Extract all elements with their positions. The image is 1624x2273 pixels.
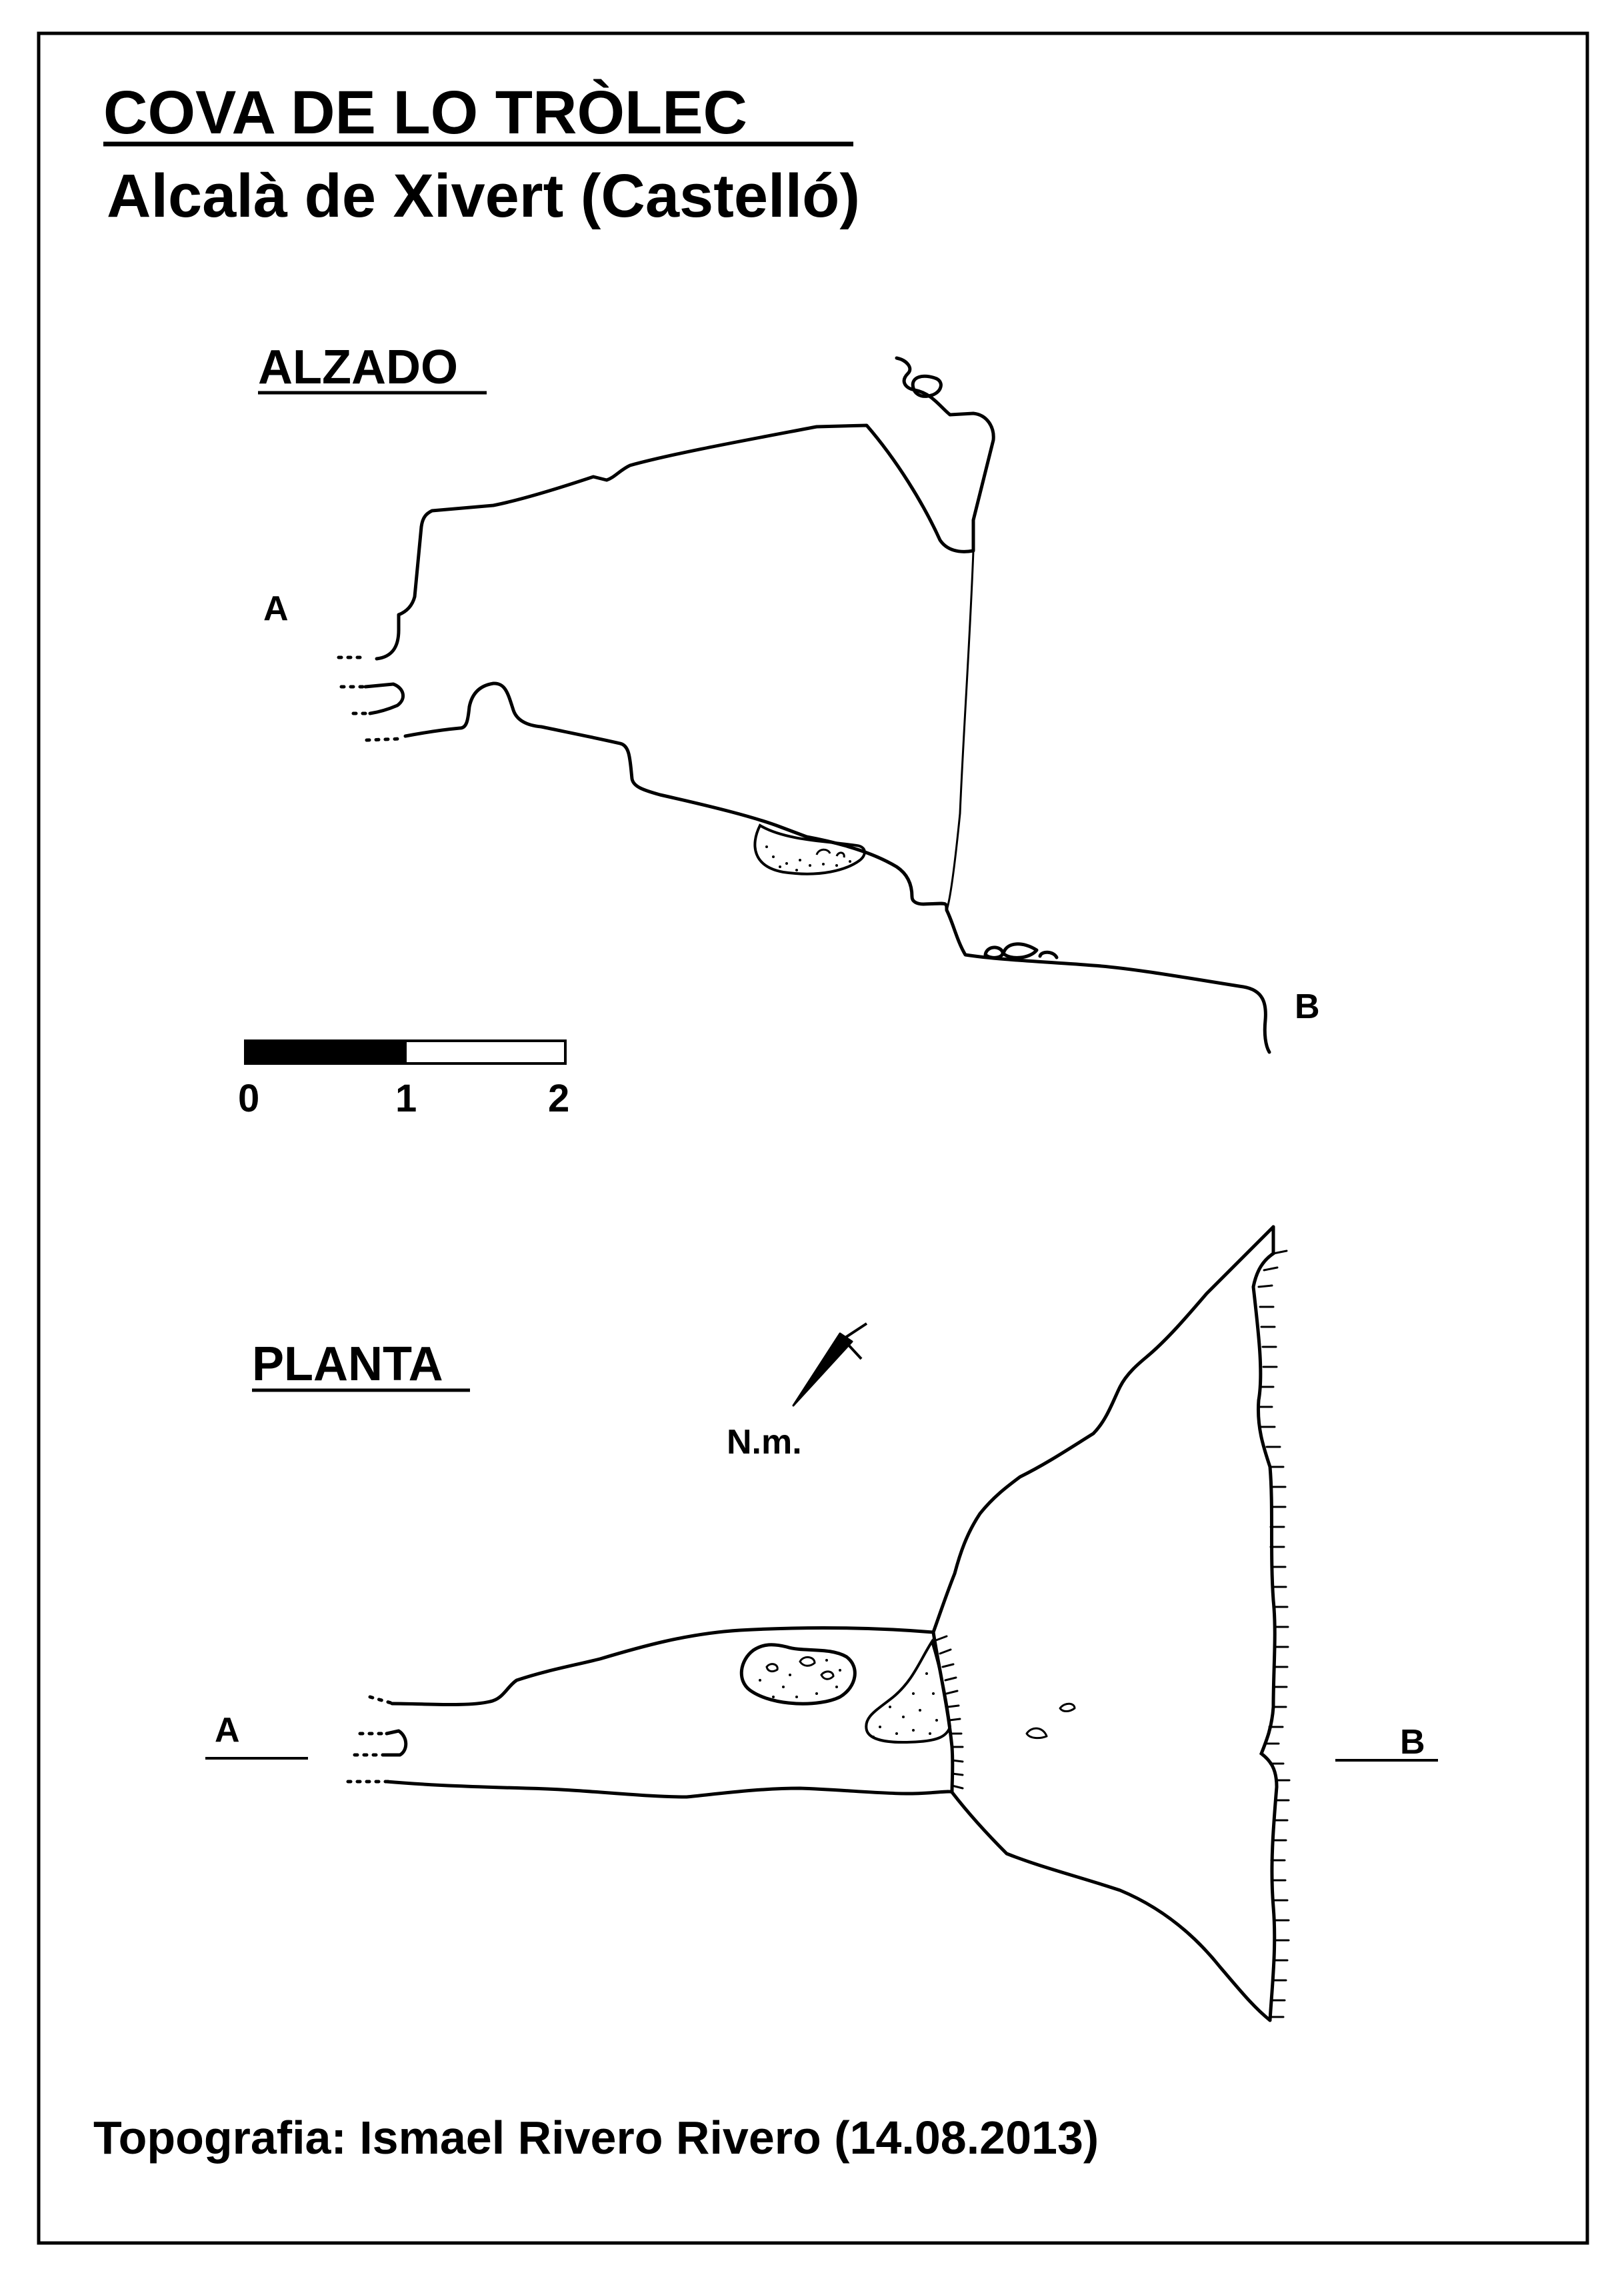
- scale-bar: 0 1 2: [238, 1039, 569, 1120]
- plan-chamber-rock-1: [1059, 1702, 1076, 1712]
- plan-entrance-dots-1: [368, 1695, 395, 1706]
- elevation-point-b: B: [1295, 987, 1320, 1026]
- plan-lower-wall: [385, 1780, 1272, 2022]
- plan-sediment-slope: [865, 1638, 952, 1744]
- plan-far-wall: [1251, 1225, 1291, 2022]
- north-arrow-icon: [792, 1322, 868, 1407]
- elevation-floor-line: [403, 681, 1271, 1054]
- elevation-entrance-dots-4: [365, 737, 402, 742]
- plan-outline: [346, 1225, 1275, 2022]
- scale-label-1: 1: [395, 1077, 417, 1120]
- north-label: N.m.: [727, 1423, 802, 1462]
- elevation-point-a: A: [263, 589, 289, 628]
- elevation-profile: [337, 356, 1271, 1054]
- plan-section-a: A: [215, 1711, 240, 1750]
- survey-credit: Topografia: Ismael Rivero Rivero (14.08.…: [93, 2112, 1099, 2164]
- survey-title: COVA DE LO TRÒLEC: [103, 78, 747, 147]
- sheet-frame: [37, 31, 1589, 2245]
- plan-section-b: B: [1400, 1723, 1425, 1762]
- scale-bar-black-segment: [244, 1039, 407, 1065]
- plan-chamber-rock-2: [1025, 1727, 1048, 1740]
- elevation-sediment-pocket: [753, 823, 866, 875]
- scale-bar-white-segment: [404, 1039, 567, 1065]
- scale-label-0: 0: [238, 1077, 259, 1120]
- elevation-top-rock: [911, 374, 943, 398]
- plan-passage-boulder: [739, 1643, 857, 1706]
- plan-entrance-notch: [381, 1729, 408, 1757]
- elevation-heading: ALZADO: [258, 341, 458, 394]
- elevation-ceiling-line: [375, 356, 995, 661]
- elevation-floor-rock-3: [1038, 950, 1059, 959]
- plan-heading: PLANTA: [252, 1338, 443, 1391]
- scale-label-2: 2: [548, 1077, 569, 1120]
- survey-subtitle: Alcalà de Xivert (Castelló): [107, 162, 860, 230]
- elevation-floor-rock-2: [1001, 942, 1039, 959]
- plan-upper-wall: [390, 1225, 1275, 1707]
- elevation-back-wall: [945, 549, 975, 911]
- elevation-floor-rock-1: [983, 945, 1005, 959]
- elevation-entrance-notch: [363, 682, 405, 715]
